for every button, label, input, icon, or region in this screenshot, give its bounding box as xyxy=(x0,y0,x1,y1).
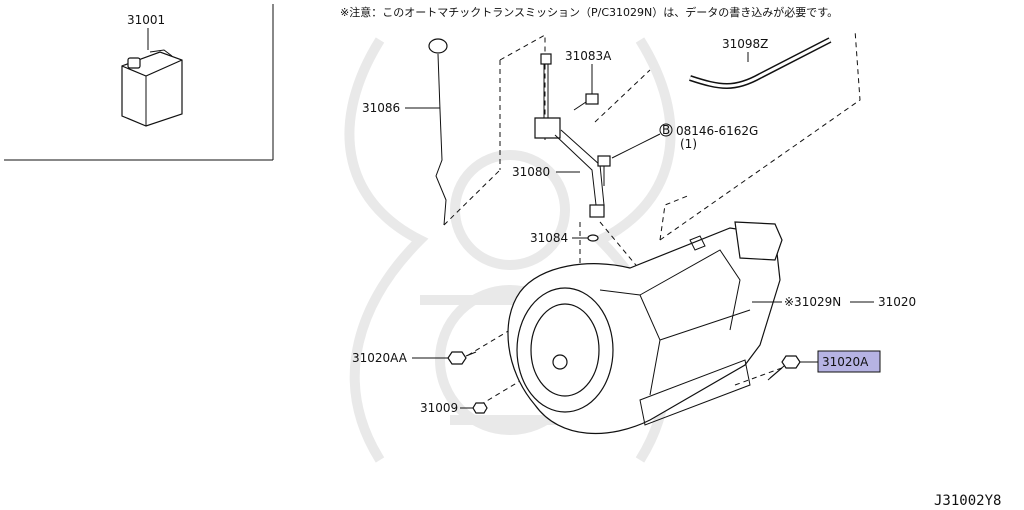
bolt-31020a: 31020A xyxy=(767,350,881,381)
label-31001: 31001 xyxy=(127,13,165,27)
label-31020aa: 31020AA xyxy=(352,351,408,365)
label-31084: 31084 xyxy=(530,231,568,245)
dipstick-31086: 31086 xyxy=(362,38,501,226)
label-31080: 31080 xyxy=(512,165,550,179)
callout-31029n: ※31029N 31020 xyxy=(752,295,916,309)
seal-31084: 31084 xyxy=(530,231,599,245)
label-31098z: 31098Z xyxy=(722,37,768,51)
bolt-b-marker: B xyxy=(662,123,670,137)
label-31029n: ※31029N xyxy=(784,295,841,309)
bolt-31020aa: 31020AA xyxy=(352,351,477,365)
label-31086: 31086 xyxy=(362,101,400,115)
bolt-08146-6162g: B 08146-6162G (1) xyxy=(597,123,758,186)
fluid-can-icon xyxy=(121,49,183,127)
label-08146-6162g: 08146-6162G xyxy=(676,124,758,138)
inset-31001: 31001 xyxy=(4,4,274,161)
label-31009: 31009 xyxy=(420,401,458,415)
bolt-31009: 31009 xyxy=(420,401,488,415)
label-bolt-qty: (1) xyxy=(680,137,697,151)
filler-tube-31080: 31080 xyxy=(512,53,605,218)
data-write-note: ※注意：このオートマチックトランスミッション（P/C31029N）は、データの書… xyxy=(340,5,838,19)
automatic-transmission xyxy=(507,221,783,435)
diagram-code: J31002Y8 xyxy=(934,493,1001,509)
label-31020a[interactable]: 31020A xyxy=(822,355,869,369)
label-31083a: 31083A xyxy=(565,49,612,63)
bolt-31083a: 31083A xyxy=(565,49,612,111)
label-31020: 31020 xyxy=(878,295,916,309)
breather-hose-31098z: 31098Z xyxy=(689,37,832,89)
